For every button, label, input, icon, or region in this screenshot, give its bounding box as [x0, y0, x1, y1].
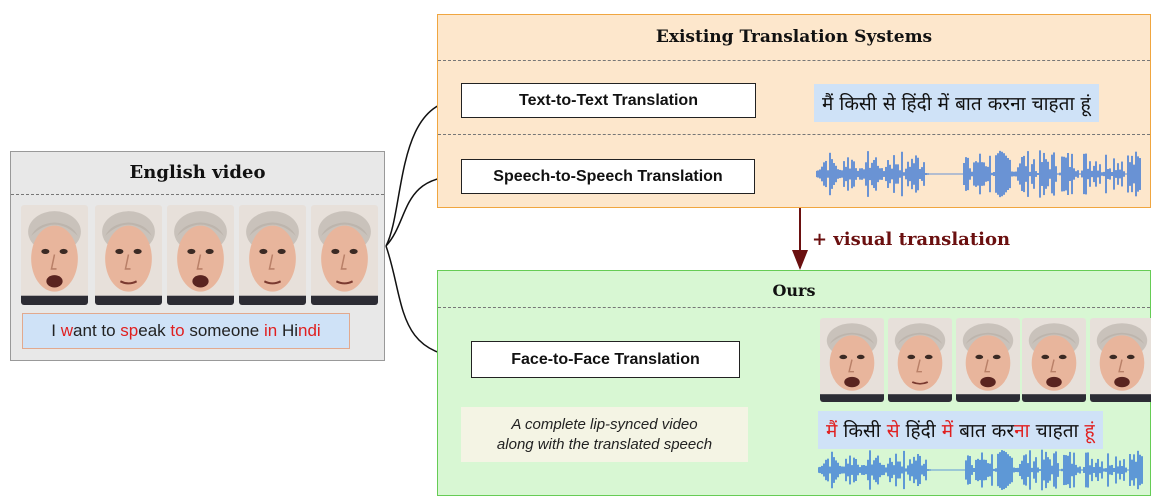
- speech-waveform-existing: [816, 150, 1141, 198]
- english-video-title: English video: [129, 162, 266, 183]
- face-to-face-box: Face-to-Face Translation: [471, 341, 740, 378]
- caption-segment: से: [886, 420, 900, 442]
- hindi-lipsync-caption: मैं किसी से हिंदी में बात करना चाहता हूं: [826, 417, 1095, 443]
- caption-segment: ant to: [73, 321, 121, 340]
- face-thumbnail: [239, 205, 306, 305]
- speech-waveform-ours: [818, 449, 1143, 491]
- caption-segment: हिंदी: [899, 420, 942, 442]
- ours-description-note: A complete lip-synced video along with t…: [461, 407, 748, 462]
- face-thumbnail: [311, 205, 378, 305]
- existing-divider-1: [438, 60, 1150, 61]
- caption-segment: चाहता: [1029, 420, 1085, 442]
- caption-segment: बात कर: [953, 420, 1015, 442]
- caption-segment: to: [170, 321, 185, 340]
- face-thumbnail: [21, 205, 88, 305]
- note-line-1: A complete lip-synced video: [511, 415, 698, 433]
- caption-segment: हूं: [1084, 420, 1095, 442]
- text-to-text-box: Text-to-Text Translation: [461, 83, 756, 118]
- caption-segment: में: [941, 420, 954, 442]
- caption-segment: sp: [120, 321, 139, 340]
- caption-segment: Hi: [277, 321, 298, 340]
- caption-segment: someone: [184, 321, 264, 340]
- visual-translation-label: + visual translation: [812, 229, 1011, 250]
- face-thumbnail: [95, 205, 162, 305]
- existing-divider-2: [438, 134, 1150, 135]
- face-thumbnail: [1022, 318, 1086, 402]
- caption-segment: w: [60, 321, 74, 340]
- face-thumbnail: [956, 318, 1020, 402]
- caption-segment: ना: [1014, 420, 1030, 442]
- ours-title: Ours: [772, 281, 816, 300]
- caption-segment: ndi: [298, 321, 321, 340]
- hindi-text-output: मैं किसी से हिंदी में बात करना चाहता हूं: [814, 84, 1099, 122]
- english-video-divider: [11, 194, 384, 195]
- face-thumbnail: [820, 318, 884, 402]
- ours-divider: [438, 307, 1150, 308]
- face-thumbnail: [888, 318, 952, 402]
- caption-segment: in: [263, 321, 278, 340]
- existing-systems-title: Existing Translation Systems: [655, 27, 933, 47]
- hindi-lipsync-text: मैं किसी से हिंदी में बात करना चाहता हूं: [818, 411, 1103, 449]
- speech-to-speech-box: Speech-to-Speech Translation: [461, 159, 755, 194]
- caption-segment: मैं: [826, 420, 838, 442]
- caption-segment: eak: [138, 321, 171, 340]
- caption-segment: किसी: [837, 420, 887, 442]
- face-thumbnail: [167, 205, 234, 305]
- note-line-2: along with the translated speech: [496, 435, 713, 453]
- face-thumbnail: [1090, 318, 1151, 402]
- caption-segment: I: [51, 321, 61, 340]
- english-caption: I want to speak to someone in Hindi: [22, 313, 350, 349]
- english-caption-text: I want to speak to someone in Hindi: [51, 321, 320, 341]
